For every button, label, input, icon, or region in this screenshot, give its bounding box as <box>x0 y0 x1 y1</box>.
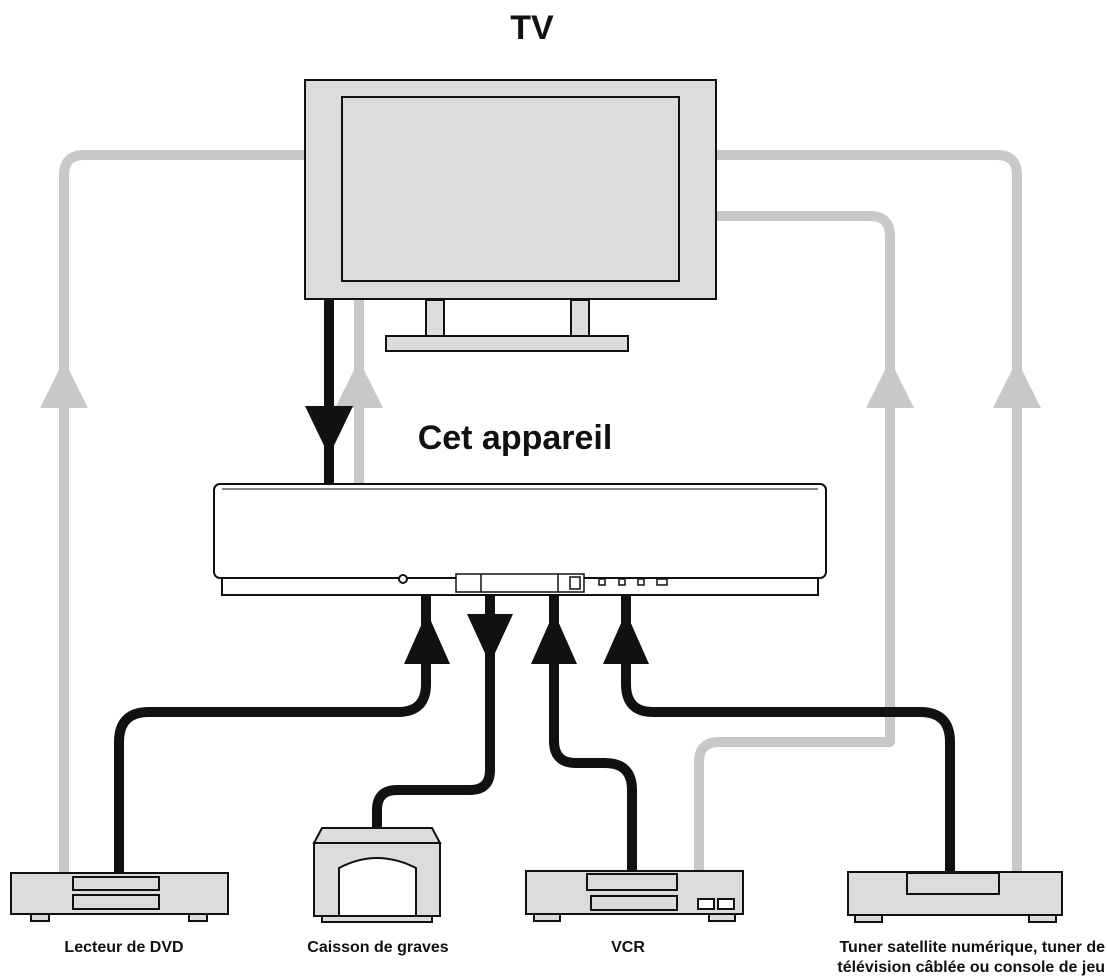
unit-video-arrow <box>335 360 383 408</box>
dvd-video-cable <box>59 150 305 872</box>
vcr-audio-arrow <box>531 612 577 664</box>
subwoofer-audio-arrow <box>467 614 513 664</box>
unit-power-icon <box>569 576 581 590</box>
tv-title: TV <box>510 9 554 47</box>
tuner-foot-right <box>1028 914 1057 923</box>
dvd-audio-arrow <box>404 612 450 664</box>
vcr-video-arrow <box>866 360 914 408</box>
tuner-video-cable <box>716 150 1022 874</box>
tuner <box>847 871 1063 923</box>
vcr-audio-cable <box>549 596 637 872</box>
unit-display <box>455 573 585 593</box>
video-arrows <box>40 360 1041 408</box>
subwoofer-grille <box>338 857 417 916</box>
dvd-video-arrow <box>40 360 88 408</box>
tuner-audio-cable <box>621 596 955 872</box>
subwoofer-label: Caisson de graves <box>307 939 449 956</box>
tuner-label-line-2: télévision câblée ou console de jeu <box>837 959 1105 976</box>
unit-title: Cet appareil <box>417 419 613 457</box>
unit-top-body <box>213 483 827 579</box>
tuner-video-arrow <box>993 360 1041 408</box>
dvd-foot-right <box>188 913 208 922</box>
vcr-video-cable <box>694 211 895 872</box>
unit-button-3 <box>637 578 645 586</box>
vcr <box>525 870 744 922</box>
dvd-audio-cable <box>114 596 431 874</box>
vcr-button-right <box>717 898 735 910</box>
tv-stand-base <box>385 335 629 352</box>
unit-sensor-icon <box>398 574 408 584</box>
tv-stand-neck-left <box>425 299 445 338</box>
dvd-player-label: Lecteur de DVD <box>64 939 184 956</box>
tv-audio-output <box>305 300 353 484</box>
unit-button-4 <box>656 578 668 586</box>
dvd-foot-left <box>30 913 50 922</box>
tuner-foot-left <box>854 914 883 923</box>
tv-set <box>304 79 717 352</box>
subwoofer <box>312 827 442 923</box>
vcr-display <box>590 895 678 911</box>
vcr-foot-left <box>533 913 561 922</box>
tv-stand-neck-right <box>570 299 590 338</box>
vcr-foot-right <box>708 913 736 922</box>
tuner-audio-arrow <box>603 612 649 664</box>
unit-button-1 <box>598 578 606 586</box>
vcr-button-left <box>697 898 715 910</box>
vcr-tape-slot <box>586 873 678 891</box>
subwoofer-foot <box>321 915 433 923</box>
dvd-tray-top <box>72 876 160 891</box>
audio-cables <box>114 596 955 874</box>
unit-button-2 <box>618 578 626 586</box>
tv-screen <box>341 96 680 282</box>
dvd-player <box>10 872 229 922</box>
dvd-tray-bottom <box>72 894 160 910</box>
tuner-label-line-1: Tuner satellite numérique, tuner de <box>839 939 1105 956</box>
tuner-label: Tuner satellite numérique, tuner de télé… <box>755 938 1105 978</box>
subwoofer-top <box>312 827 442 844</box>
tuner-panel <box>906 872 1000 895</box>
vcr-label: VCR <box>611 939 645 956</box>
audio-arrows <box>404 612 649 664</box>
main-unit <box>213 483 827 596</box>
tv-audio-arrow <box>305 406 353 456</box>
video-cables <box>59 150 1022 874</box>
